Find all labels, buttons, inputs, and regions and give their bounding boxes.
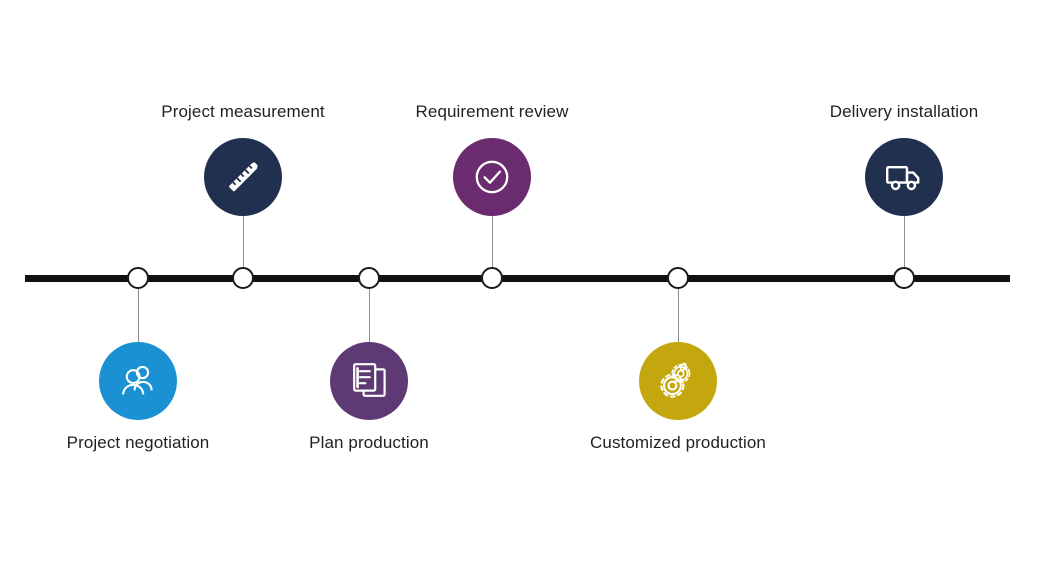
step-label-requirement-review: Requirement review <box>415 102 569 121</box>
timeline-node-marker-customized-production[interactable] <box>667 267 689 289</box>
connector-stem <box>369 278 370 351</box>
timeline-axis <box>25 274 1010 282</box>
timeline-node-marker-plan-production[interactable] <box>358 267 380 289</box>
step-label-delivery-installation: Delivery installation <box>829 102 979 121</box>
check-circle-icon <box>475 160 509 194</box>
timeline-node-marker-project-measurement[interactable] <box>232 267 254 289</box>
connector-stem <box>678 278 679 351</box>
step-icon-bubble-project-negotiation[interactable] <box>99 342 177 420</box>
step-icon-bubble-customized-production[interactable] <box>639 342 717 420</box>
connector-stem <box>904 207 905 278</box>
step-label-project-measurement: Project measurement <box>161 102 325 121</box>
connector-stem <box>138 278 139 351</box>
timeline-node-marker-project-negotiation[interactable] <box>127 267 149 289</box>
step-label-project-negotiation: Project negotiation <box>66 433 210 452</box>
connector-stem <box>492 207 493 278</box>
step-icon-bubble-requirement-review[interactable] <box>453 138 531 216</box>
users-icon <box>122 365 153 395</box>
truck-icon <box>886 166 920 191</box>
step-icon-bubble-project-measurement[interactable] <box>204 138 282 216</box>
step-label-customized-production: Customized production <box>590 433 766 452</box>
documents-icon <box>353 363 386 397</box>
pencil-ruler-icon <box>229 162 258 192</box>
step-label-plan-production: Plan production <box>309 433 429 452</box>
step-icon-bubble-plan-production[interactable] <box>330 342 408 420</box>
connector-stem <box>243 207 244 278</box>
timeline-node-marker-delivery-installation[interactable] <box>893 267 915 289</box>
timeline-node-marker-requirement-review[interactable] <box>481 267 503 289</box>
gears-icon <box>660 362 691 398</box>
step-icon-bubble-delivery-installation[interactable] <box>865 138 943 216</box>
